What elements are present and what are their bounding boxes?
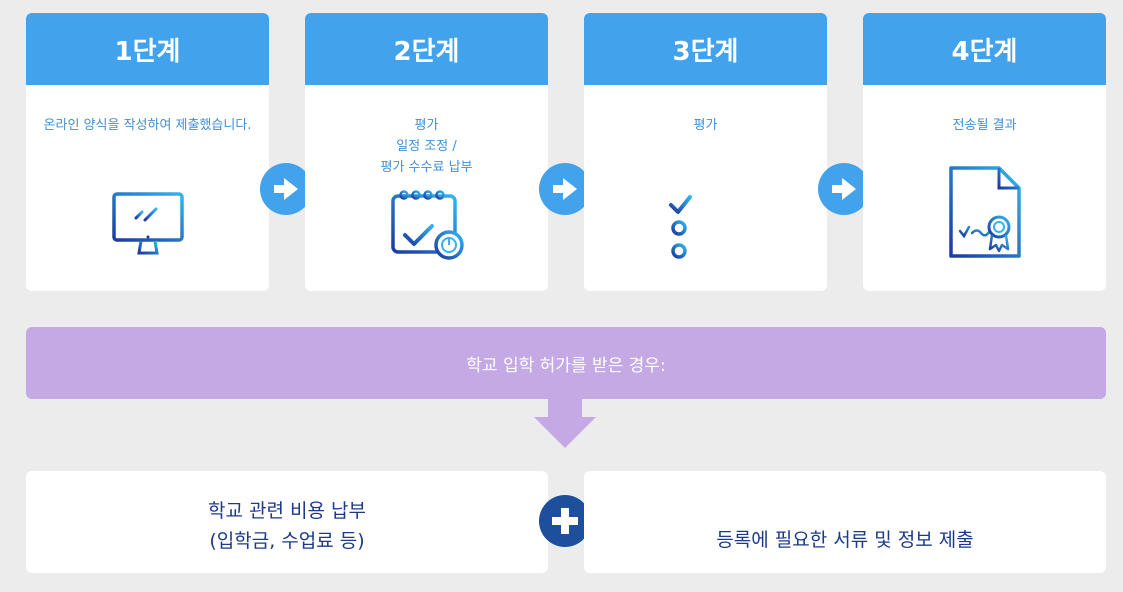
step-card-3: 3단계 평가 [584, 13, 827, 291]
arrow-right-icon [539, 163, 591, 215]
step-card-1: 1단계 온라인 양식을 작성하여 제출했습니다. [26, 13, 269, 291]
arrow-down-icon [534, 397, 596, 448]
step-card-2: 2단계 평가 일정 조정 / 평가 수수료 납부 [305, 13, 548, 291]
documents-card: 등록에 필요한 서류 및 정보 제출 [584, 471, 1106, 573]
calendar-check-icon [390, 190, 464, 260]
plus-icon [539, 495, 591, 547]
admission-banner: 학교 입학 허가를 받은 경우: [26, 327, 1106, 399]
documents-text: 등록에 필요한 서류 및 정보 제출 [716, 529, 974, 551]
step-title: 3단계 [584, 13, 827, 85]
banner-text: 학교 입학 허가를 받은 경우: [466, 355, 666, 376]
step-title: 2단계 [305, 13, 548, 85]
step-title: 4단계 [863, 13, 1106, 85]
payment-card: 학교 관련 비용 납부 (입학금, 수업료 등) [26, 471, 548, 573]
step-description: 전송될 결과 [952, 118, 1017, 133]
step-card-4: 4단계 전송될 결과 [863, 13, 1106, 291]
step-title: 1단계 [26, 13, 269, 85]
arrow-right-icon [818, 163, 870, 215]
payment-line-2: (입학금, 수업료 등) [209, 530, 365, 552]
arrow-right-icon [260, 163, 312, 215]
monitor-icon [111, 192, 184, 257]
step-description: 평가 일정 조정 / 평가 수수료 납부 [380, 118, 473, 175]
certificate-icon [948, 166, 1021, 258]
payment-line-1: 학교 관련 비용 납부 [208, 500, 366, 522]
step-description: 평가 [693, 118, 718, 133]
step-description: 온라인 양식을 작성하여 제출했습니다. [43, 118, 252, 133]
checklist-icon [668, 195, 742, 259]
